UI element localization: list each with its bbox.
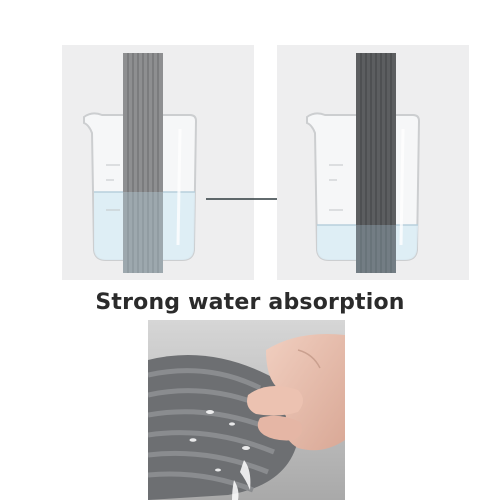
- wet-sponge-beaker-illustration: [306, 53, 421, 273]
- hand-squeezing-sponge-illustration: [148, 320, 345, 500]
- after-panel: [277, 45, 469, 280]
- before-panel: [62, 45, 254, 280]
- dry-sponge-beaker-illustration: [83, 53, 198, 273]
- caption-text: Strong water absorption: [95, 290, 405, 315]
- squeezing-sponge-photo: [148, 320, 345, 500]
